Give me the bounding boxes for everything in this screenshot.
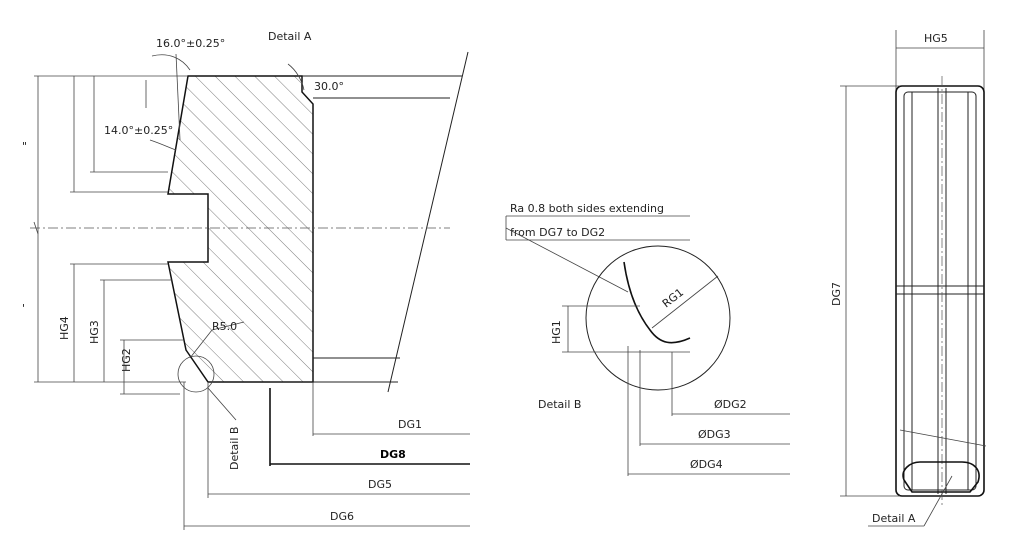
detail-b-magnified-circle xyxy=(585,245,731,391)
dg4-label: ØDG4 xyxy=(690,458,723,471)
detail-b-title: Detail B xyxy=(538,398,581,411)
hg3-label: HG3 xyxy=(88,320,101,344)
hg2-label: HG2 xyxy=(120,348,133,372)
detail-a-callout: Detail A xyxy=(872,512,916,525)
surface-note-line2: from DG7 to DG2 xyxy=(510,226,605,239)
detail-b-circle xyxy=(177,355,215,393)
side-view: HG5 DG7 Detail A xyxy=(830,30,987,527)
hg1-label: HG1 xyxy=(550,320,563,344)
dg6-label: DG6 xyxy=(330,510,354,523)
dg1-label: DG1 xyxy=(398,418,422,431)
svg-text:': ' xyxy=(22,302,25,315)
angle-30-label: 30.0° xyxy=(314,80,344,93)
dg7-label: DG7 xyxy=(830,282,843,306)
hg4-label: HG4 xyxy=(58,316,71,340)
detail-a-title: Detail A xyxy=(268,30,312,43)
dg8-label: DG8 xyxy=(380,448,406,461)
surface-note-line1: Ra 0.8 both sides extending xyxy=(510,202,664,215)
dg3-label: ØDG3 xyxy=(698,428,731,441)
angle-mid-label: 14.0°±0.25° xyxy=(104,124,173,137)
radius-r5-label: R5.0 xyxy=(212,320,237,333)
detail-a-profile xyxy=(167,75,314,383)
angle-top-label: 16.0°±0.25° xyxy=(156,37,225,50)
detail-b: Ra 0.8 both sides extending from DG7 to … xyxy=(505,202,790,476)
rg1-label: RG1 xyxy=(660,286,686,311)
hg5-label: HG5 xyxy=(924,32,948,45)
dg5-label: DG5 xyxy=(368,478,392,491)
svg-text:": " xyxy=(22,140,27,153)
detail-a-section: " ' 16.0°±0.25° 14.0°±0.25° Detail A 30.… xyxy=(22,30,470,530)
dg2-label: ØDG2 xyxy=(714,398,747,411)
detail-b-callout: Detail B xyxy=(228,427,241,470)
